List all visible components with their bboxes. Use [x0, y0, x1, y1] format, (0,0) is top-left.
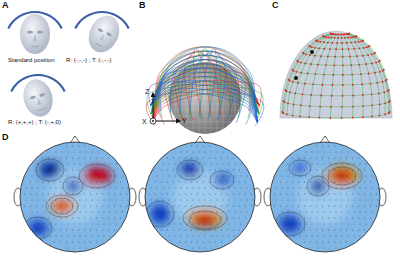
field-blob	[50, 198, 74, 214]
sensor-grid	[281, 33, 390, 119]
eye	[39, 93, 45, 97]
sensor-mesh	[146, 38, 272, 127]
head-model	[20, 14, 50, 54]
head-outline	[20, 142, 130, 252]
field-blob	[150, 204, 170, 224]
field-blob	[332, 170, 352, 182]
x-axis	[150, 118, 156, 124]
head-model	[83, 11, 125, 57]
contour-line	[79, 164, 115, 188]
panel-letter: D	[2, 133, 9, 142]
map-ground	[270, 142, 380, 252]
contour-line	[51, 198, 73, 214]
panel-letter: C	[272, 1, 279, 10]
nose	[99, 33, 105, 41]
field-blob	[214, 174, 230, 186]
contour-line	[275, 212, 305, 236]
field-blob	[40, 162, 60, 178]
contour-line	[289, 160, 311, 176]
field-blob	[28, 220, 48, 236]
mouth	[31, 46, 39, 47]
contour-line	[322, 163, 362, 189]
contour-line	[46, 195, 78, 217]
axis-label: Z	[145, 88, 149, 95]
eye	[37, 30, 43, 33]
head-shape	[83, 11, 125, 57]
nose	[36, 98, 41, 105]
field-blob	[55, 201, 69, 211]
contour-line	[307, 176, 329, 196]
pose-label: R: (+,+,+) ; T: (-,+,0)	[8, 119, 61, 125]
z-axis	[153, 93, 154, 121]
head-shape	[20, 14, 50, 54]
panel-letter: A	[2, 1, 9, 10]
mouth	[37, 108, 45, 111]
contour-line	[24, 217, 52, 239]
field-blob	[67, 180, 79, 192]
field-blob	[279, 215, 301, 233]
x-axis-dot	[152, 120, 154, 122]
field-blob	[326, 166, 358, 186]
y-axis	[153, 121, 180, 122]
axis-symbol	[150, 93, 180, 124]
mouth	[95, 43, 102, 47]
axis-label: Y	[182, 117, 187, 124]
head-outline	[270, 142, 380, 252]
contour-line	[183, 206, 227, 230]
map-ground	[145, 142, 255, 252]
eye	[106, 32, 112, 37]
panel-letter: B	[139, 1, 146, 10]
field-blob	[311, 179, 325, 193]
map-ground	[20, 142, 130, 252]
electrode-dots	[274, 146, 378, 249]
marker-dot	[294, 76, 298, 80]
contour-line	[210, 171, 234, 189]
field-blob	[187, 209, 223, 227]
contour-line	[328, 167, 356, 185]
contour-line	[36, 159, 64, 181]
topographic-map	[264, 136, 386, 252]
contour-line	[63, 177, 83, 195]
field-blob	[181, 163, 199, 177]
nose	[33, 34, 37, 41]
pose-label: R: (-,-,-) ; T: (-,-,-)	[66, 57, 112, 63]
contour-line	[146, 201, 174, 227]
head-shape	[19, 76, 56, 120]
axis-label: X	[142, 118, 147, 125]
eye	[27, 30, 33, 33]
eye	[30, 95, 36, 99]
field-blob	[83, 167, 111, 185]
head-dome	[280, 31, 392, 118]
position-label: Standard position	[8, 57, 55, 63]
field-blob	[293, 163, 307, 173]
marker-dot	[310, 50, 314, 54]
contour-line	[177, 160, 203, 180]
electrode-dots	[24, 146, 128, 249]
eye	[97, 28, 103, 33]
electrode-dots	[149, 146, 253, 249]
topographic-map	[14, 136, 136, 252]
head-model	[19, 76, 56, 120]
head-outline	[145, 142, 255, 252]
contour-line	[189, 211, 221, 229]
topographic-map	[139, 136, 261, 252]
field-blob	[193, 214, 217, 226]
